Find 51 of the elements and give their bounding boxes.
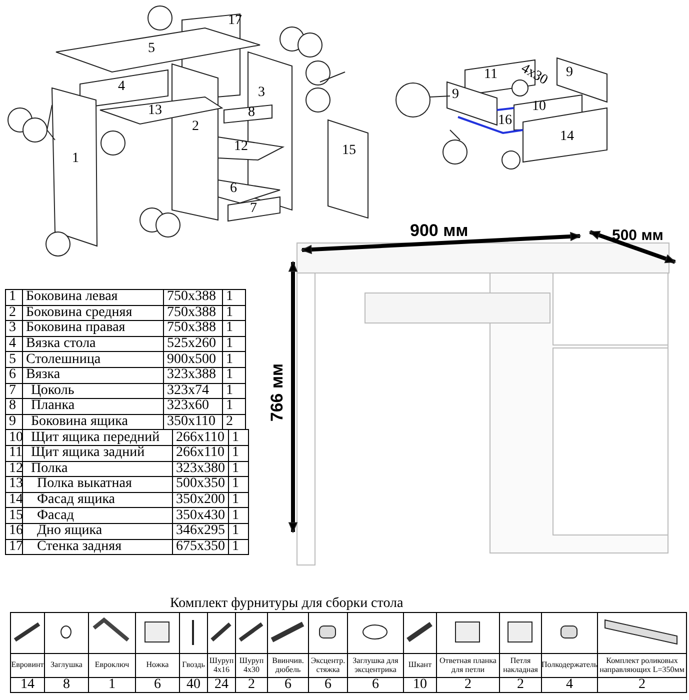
part-number: 12 — [234, 140, 248, 154]
table-cell: 1 — [228, 538, 249, 556]
part-number: 5 — [148, 42, 155, 56]
table-cell: 2 — [499, 677, 542, 693]
table-cell: 17 — [5, 538, 23, 556]
part-number: 2 — [192, 120, 199, 134]
table-cell: 6 — [308, 677, 348, 693]
part-number: 13 — [148, 104, 162, 118]
table-cell: 2 — [436, 677, 500, 693]
table-cell: 1 — [88, 677, 136, 693]
table-cell: 675x350 — [172, 538, 229, 556]
dimension-label: 500 мм — [612, 228, 664, 243]
table-cell: 24 — [207, 677, 236, 693]
part-number: 11 — [484, 68, 498, 82]
part-number: 15 — [342, 144, 356, 158]
table-cell: 16 — [5, 523, 23, 540]
part-number: 6 — [230, 182, 237, 196]
dimension-label: 900 мм — [410, 222, 468, 239]
table-cell: 15 — [5, 507, 23, 524]
table-cell: 14 — [10, 677, 45, 693]
table-cell: 14 — [5, 492, 23, 508]
table-cell: 4 — [541, 677, 598, 693]
part-number: 16 — [498, 114, 512, 128]
table-cell: Евровинт — [10, 653, 45, 678]
part-number: 8 — [248, 106, 255, 120]
part-number: 4x30 — [518, 62, 550, 88]
part-number: 4 — [118, 80, 125, 94]
part-number: 1 — [72, 152, 79, 166]
part-number: 7 — [250, 202, 257, 216]
table-cell: 8 — [44, 677, 89, 693]
table-cell: 13 — [5, 476, 23, 493]
table-cell: 11 — [5, 445, 23, 462]
table-cell: 2 — [235, 677, 268, 693]
part-number: 3 — [258, 86, 265, 100]
table-cell: 10 — [403, 677, 437, 693]
table-cell: 2 — [597, 677, 687, 693]
part-number: 9 — [452, 88, 459, 102]
table-cell: 6 — [267, 677, 309, 693]
table-cell: Комплект роликовых направляющих L=350мм — [597, 653, 687, 678]
part-number: 14 — [560, 130, 574, 144]
part-number: 10 — [532, 100, 546, 114]
dimension-label: 766 мм — [268, 363, 286, 422]
table-title: Комплект фурнитуры для сборки стола — [170, 597, 404, 611]
table-cell: 6 — [135, 677, 180, 693]
part-number: 9 — [566, 66, 573, 80]
table-cell: 1 — [222, 289, 246, 306]
table-cell: 1 — [5, 289, 23, 306]
table-cell: 6 — [347, 677, 404, 693]
table-cell: Стенка задняя — [22, 538, 173, 556]
table-cell: 12 — [5, 460, 23, 478]
table-cell: 40 — [179, 677, 208, 693]
